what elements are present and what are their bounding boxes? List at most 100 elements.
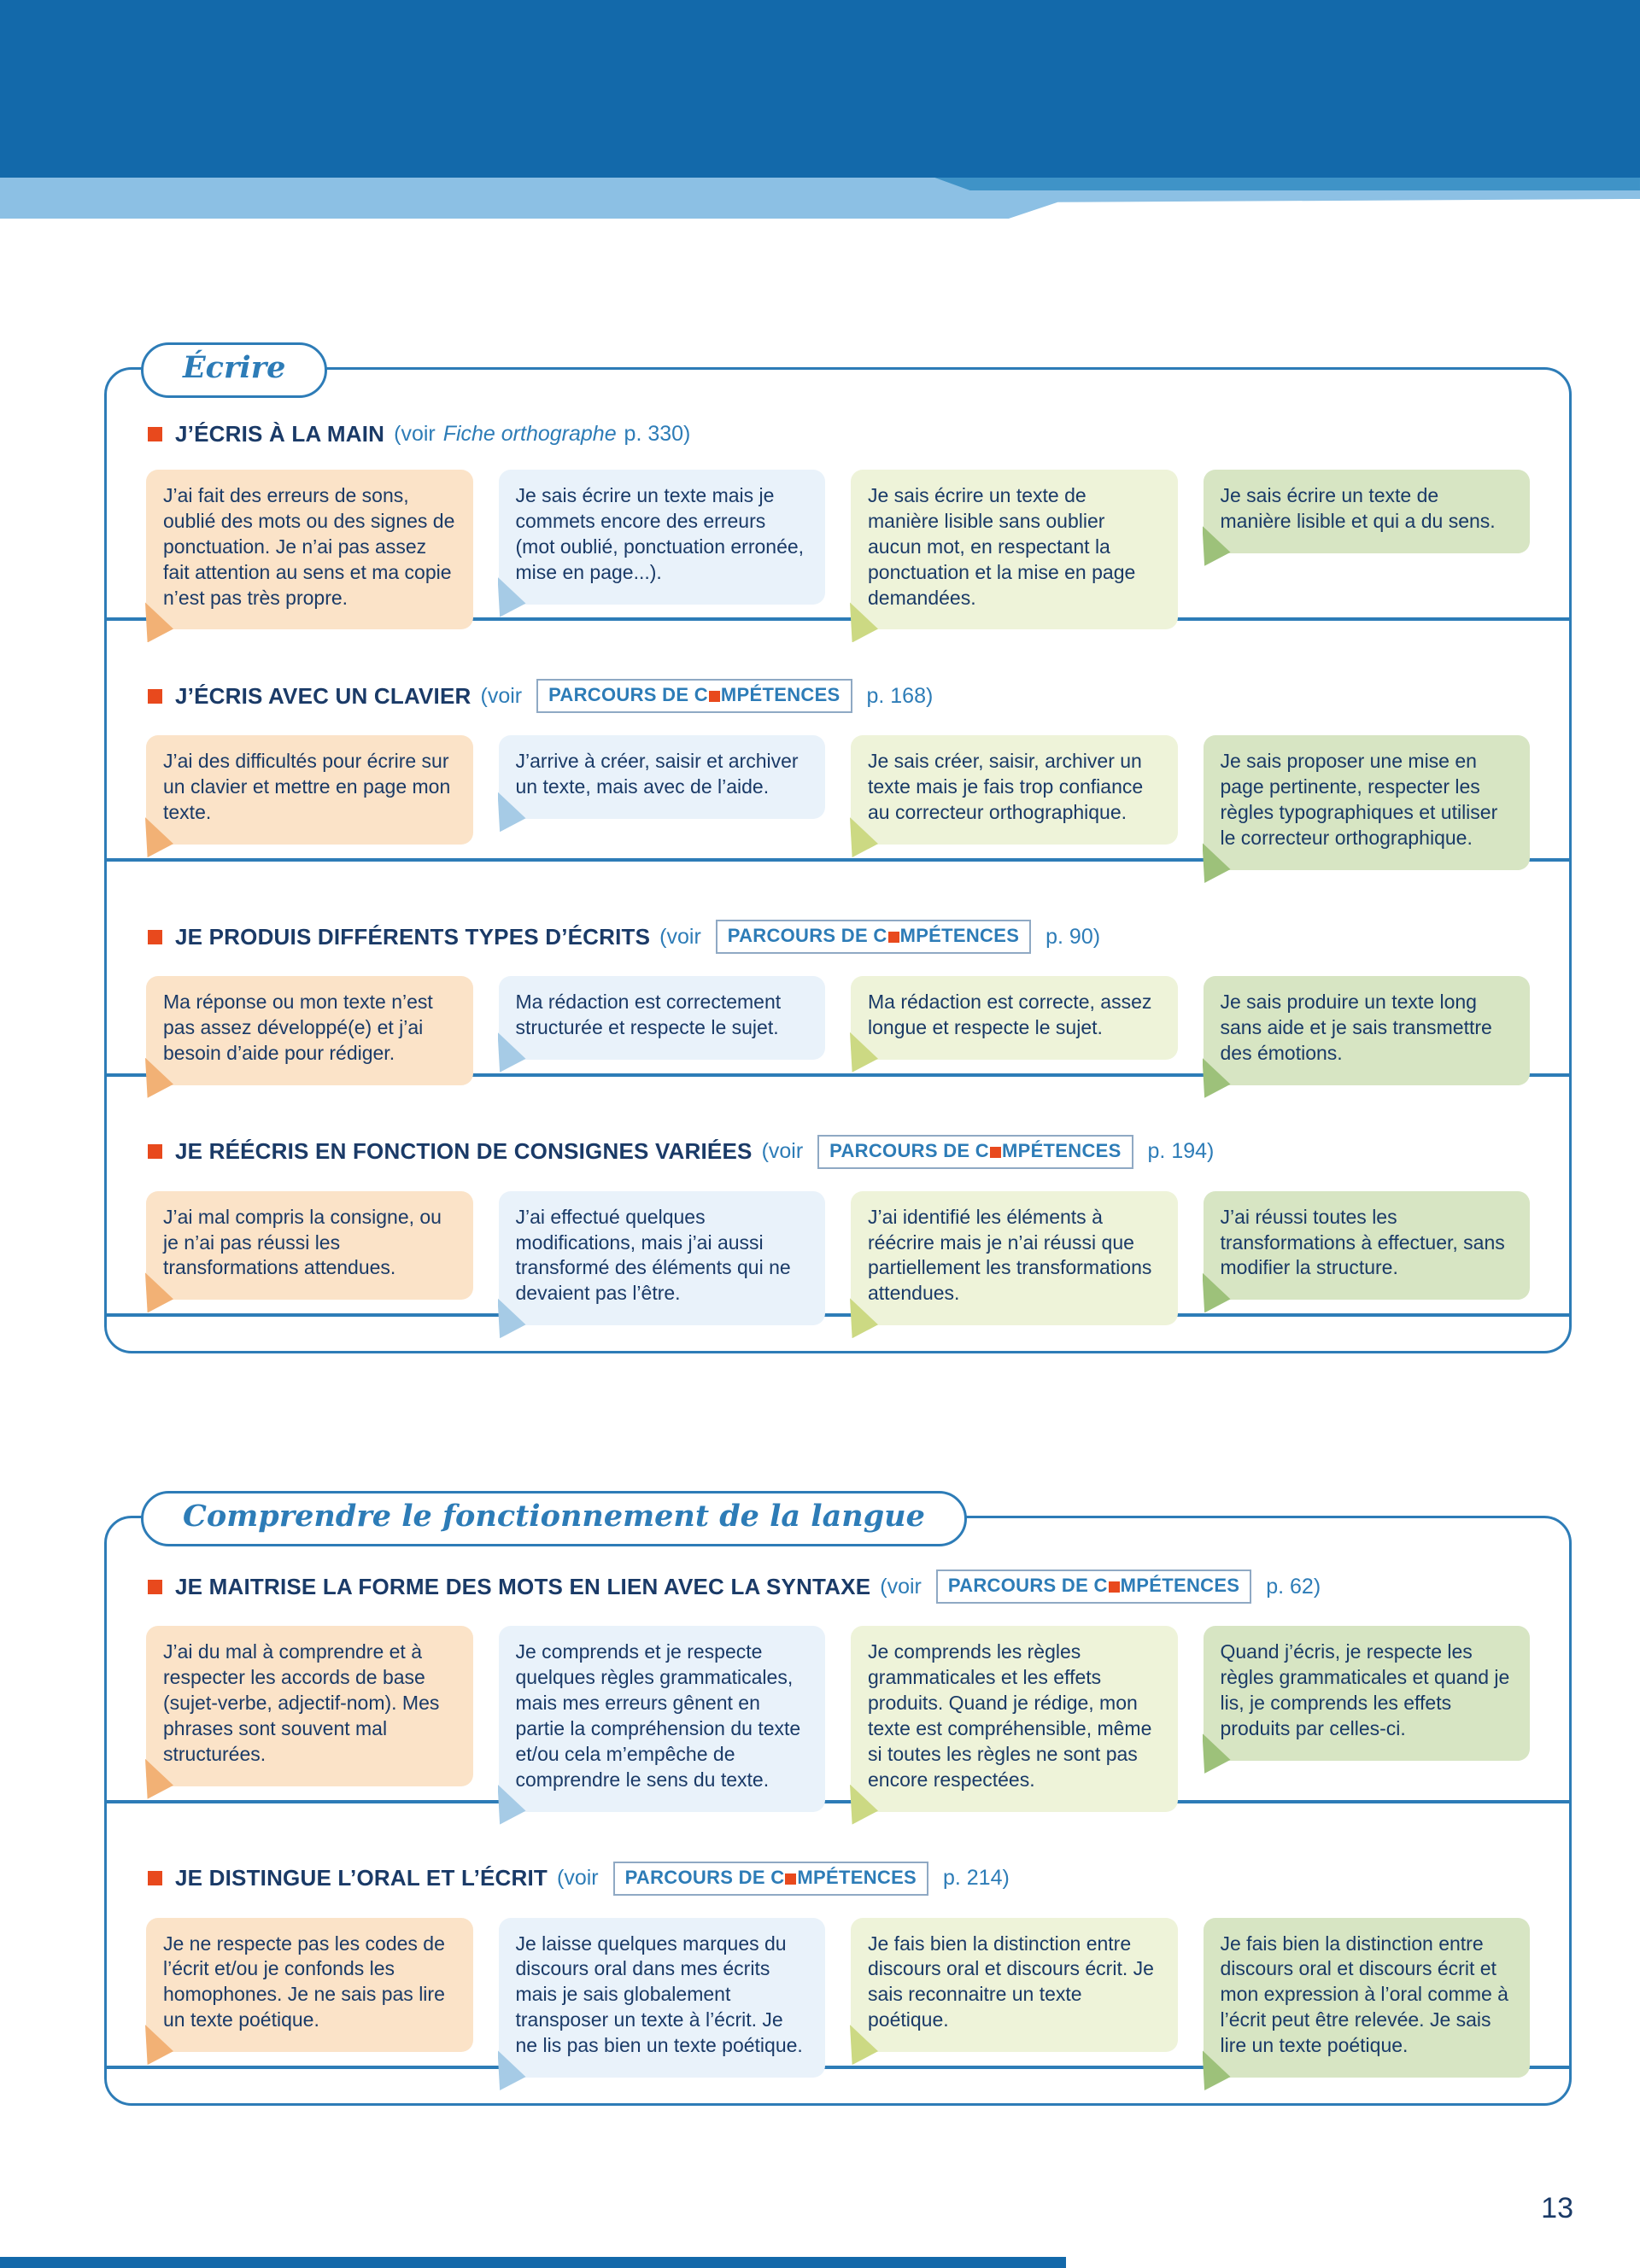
competence-card-row: J’ai du mal à comprendre et à respecter … bbox=[107, 1626, 1569, 1825]
competence-card-level-3: Je comprends les règles grammaticales et… bbox=[850, 1626, 1178, 1825]
competence-card-row: J’ai des difficultés pour écrire sur un … bbox=[107, 735, 1569, 884]
subsection: JE RÉÉCRIS EN FONCTION DE CONSIGNES VARI… bbox=[107, 1134, 1569, 1339]
competence-card-level-2: Je laisse quelques marques du discours o… bbox=[497, 1917, 825, 2091]
competence-card-level-2: J’arrive à créer, saisir et archiver un … bbox=[497, 735, 825, 833]
competence-card-row: Ma réponse ou mon texte n’est pas assez … bbox=[107, 976, 1569, 1098]
competence-card-text: Je laisse quelques marques du discours o… bbox=[515, 1932, 803, 2057]
competence-card-text: Je sais créer, saisir, archiver un texte… bbox=[868, 750, 1144, 824]
competence-card-level-4: Je sais produire un texte long sans aide… bbox=[1202, 976, 1530, 1098]
subsection-header: JE RÉÉCRIS EN FONCTION DE CONSIGNES VARI… bbox=[148, 1134, 1530, 1169]
competence-card-text: J’ai identifié les éléments à réécrire m… bbox=[868, 1205, 1152, 1305]
subsection-header: JE PRODUIS DIFFÉRENTS TYPES D’ÉCRITS(voi… bbox=[148, 920, 1530, 955]
bullet-square-icon bbox=[148, 929, 162, 944]
competence-card-text: Ma rédaction est correcte, assez longue … bbox=[868, 991, 1152, 1038]
subsection-header: JE DISTINGUE L’ORAL ET L’ÉCRIT (voir PARC… bbox=[148, 1861, 1530, 1896]
competence-card-level-4: Je fais bien la distinction entre discou… bbox=[1202, 1917, 1530, 2091]
header-stripe-accent bbox=[934, 178, 1640, 190]
competence-card-level-1: Je ne respecte pas les codes de l’écrit … bbox=[145, 1917, 473, 2066]
competence-card-text: Je sais écrire un texte de manière lisib… bbox=[868, 484, 1136, 609]
competence-card-level-3: J’ai identifié les éléments à réécrire m… bbox=[850, 1190, 1178, 1339]
competence-card-text: Je fais bien la distinction entre discou… bbox=[868, 1932, 1154, 2031]
competence-card-level-1: J’ai des difficultés pour écrire sur un … bbox=[145, 735, 473, 858]
competence-card-level-4: Je sais écrire un texte de manière lisib… bbox=[1202, 470, 1530, 566]
competence-card-level-2: J’ai effectué quelques modifications, ma… bbox=[497, 1190, 825, 1339]
competence-card-level-4: J’ai réussi toutes les transformations à… bbox=[1202, 1190, 1530, 1313]
competence-card-text: Ma rédaction est correctement structurée… bbox=[515, 991, 782, 1038]
subsection: JE MAITRISE LA FORME DES MOTS EN LIEN AV… bbox=[107, 1569, 1569, 1825]
competence-card-text: Je comprends les règles grammaticales et… bbox=[868, 1640, 1152, 1791]
page-number: 13 bbox=[1541, 2192, 1573, 2224]
competence-card-level-2: Je comprends et je respecte quelques règ… bbox=[497, 1626, 825, 1825]
competence-card-level-3: Je sais créer, saisir, archiver un texte… bbox=[850, 735, 1178, 858]
competence-card-text: Je sais écrire un texte de manière lisib… bbox=[1220, 484, 1496, 532]
subsection-title: JE DISTINGUE L’ORAL ET L’ÉCRIT bbox=[175, 1865, 548, 1891]
red-square-icon bbox=[887, 932, 899, 944]
reference-label: Fiche orthographe bbox=[442, 422, 617, 446]
competence-card-text: Quand j’écris, je respecte les règles gr… bbox=[1220, 1640, 1510, 1739]
subsection-header: J’ÉCRIS À LA MAIN (voir Fiche orthographe… bbox=[148, 421, 1530, 447]
bullet-square-icon bbox=[148, 1871, 162, 1886]
subsection-title: JE PRODUIS DIFFÉRENTS TYPES D’ÉCRITS bbox=[175, 923, 651, 950]
red-square-icon bbox=[785, 1873, 797, 1885]
subsection-reference: (voir Fiche orthographe p. 330) bbox=[394, 422, 691, 446]
section-label: Écrire bbox=[141, 342, 328, 398]
bullet-square-icon bbox=[148, 1579, 162, 1594]
red-square-icon bbox=[989, 1146, 1001, 1158]
competence-card-text: Je ne respecte pas les codes de l’écrit … bbox=[163, 1932, 445, 2031]
subsection-header: JE MAITRISE LA FORME DES MOTS EN LIEN AV… bbox=[148, 1569, 1530, 1605]
competence-card-level-3: Je sais écrire un texte de manière lisib… bbox=[850, 470, 1178, 643]
competence-card-level-1: J’ai du mal à comprendre et à respecter … bbox=[145, 1626, 473, 1799]
subsection: J’ÉCRIS À LA MAIN (voir Fiche orthographe… bbox=[107, 421, 1569, 643]
subsection: JE DISTINGUE L’ORAL ET L’ÉCRIT (voir PARC… bbox=[107, 1861, 1569, 2091]
competence-card-text: Je comprends et je respecte quelques règ… bbox=[515, 1640, 801, 1791]
subsection-header: J’ÉCRIS AVEC UN CLAVIER (voir PARCOURS DE… bbox=[148, 679, 1530, 714]
competence-card-level-1: J’ai fait des erreurs de sons, oublié de… bbox=[145, 470, 473, 643]
competence-card-text: Je sais produire un texte long sans aide… bbox=[1220, 991, 1492, 1064]
competence-card-text: Ma réponse ou mon texte n’est pas assez … bbox=[163, 991, 433, 1064]
competence-card-text: J’ai effectué quelques modifications, ma… bbox=[515, 1205, 791, 1305]
competence-card-text: J’ai réussi toutes les transformations à… bbox=[1220, 1205, 1505, 1279]
header-band bbox=[0, 0, 1640, 178]
competence-card-text: J’arrive à créer, saisir et archiver un … bbox=[515, 750, 799, 798]
subsection-title: J’ÉCRIS À LA MAIN bbox=[175, 421, 385, 447]
footer-band bbox=[0, 2257, 1066, 2268]
subsection: JE PRODUIS DIFFÉRENTS TYPES D’ÉCRITS(voi… bbox=[107, 920, 1569, 1098]
subsection-title: J’ÉCRIS AVEC UN CLAVIER bbox=[175, 682, 472, 709]
competence-card-level-4: Quand j’écris, je respecte les règles gr… bbox=[1202, 1626, 1530, 1774]
competence-card-level-1: J’ai mal compris la consigne, ou je n’ai… bbox=[145, 1190, 473, 1313]
competence-card-row: Je ne respecte pas les codes de l’écrit … bbox=[107, 1917, 1569, 2091]
subsection-title: JE RÉÉCRIS EN FONCTION DE CONSIGNES VARI… bbox=[175, 1138, 753, 1165]
competence-card-text: J’ai du mal à comprendre et à respecter … bbox=[163, 1640, 440, 1765]
competence-card-text: Je sais écrire un texte mais je commets … bbox=[515, 484, 805, 583]
competence-card-level-2: Ma rédaction est correctement structurée… bbox=[497, 976, 825, 1073]
competence-card-text: Je sais proposer une mise en page pertin… bbox=[1220, 750, 1498, 850]
competence-card-text: Je fais bien la distinction entre discou… bbox=[1220, 1932, 1508, 2057]
bullet-square-icon bbox=[148, 1144, 162, 1160]
red-square-icon bbox=[1108, 1581, 1120, 1593]
subsection: J’ÉCRIS AVEC UN CLAVIER (voir PARCOURS DE… bbox=[107, 679, 1569, 884]
competence-card-level-3: Je fais bien la distinction entre discou… bbox=[850, 1917, 1178, 2066]
section-label: Comprendre le fonctionnement de la langu… bbox=[141, 1491, 967, 1546]
competence-card-level-4: Je sais proposer une mise en page pertin… bbox=[1202, 735, 1530, 884]
competence-card-row: J’ai fait des erreurs de sons, oublié de… bbox=[107, 470, 1569, 643]
competence-card-row: J’ai mal compris la consigne, ou je n’ai… bbox=[107, 1190, 1569, 1339]
bullet-square-icon bbox=[148, 427, 162, 441]
subsection-title: JE MAITRISE LA FORME DES MOTS EN LIEN AV… bbox=[175, 1573, 871, 1599]
competence-card-text: J’ai des difficultés pour écrire sur un … bbox=[163, 750, 451, 824]
section-box: Comprendre le fonctionnement de la langu… bbox=[104, 1491, 1572, 2107]
red-square-icon bbox=[708, 691, 720, 703]
bullet-square-icon bbox=[148, 688, 162, 704]
competence-card-level-2: Je sais écrire un texte mais je commets … bbox=[497, 470, 825, 617]
competence-card-level-1: Ma réponse ou mon texte n’est pas assez … bbox=[145, 976, 473, 1098]
